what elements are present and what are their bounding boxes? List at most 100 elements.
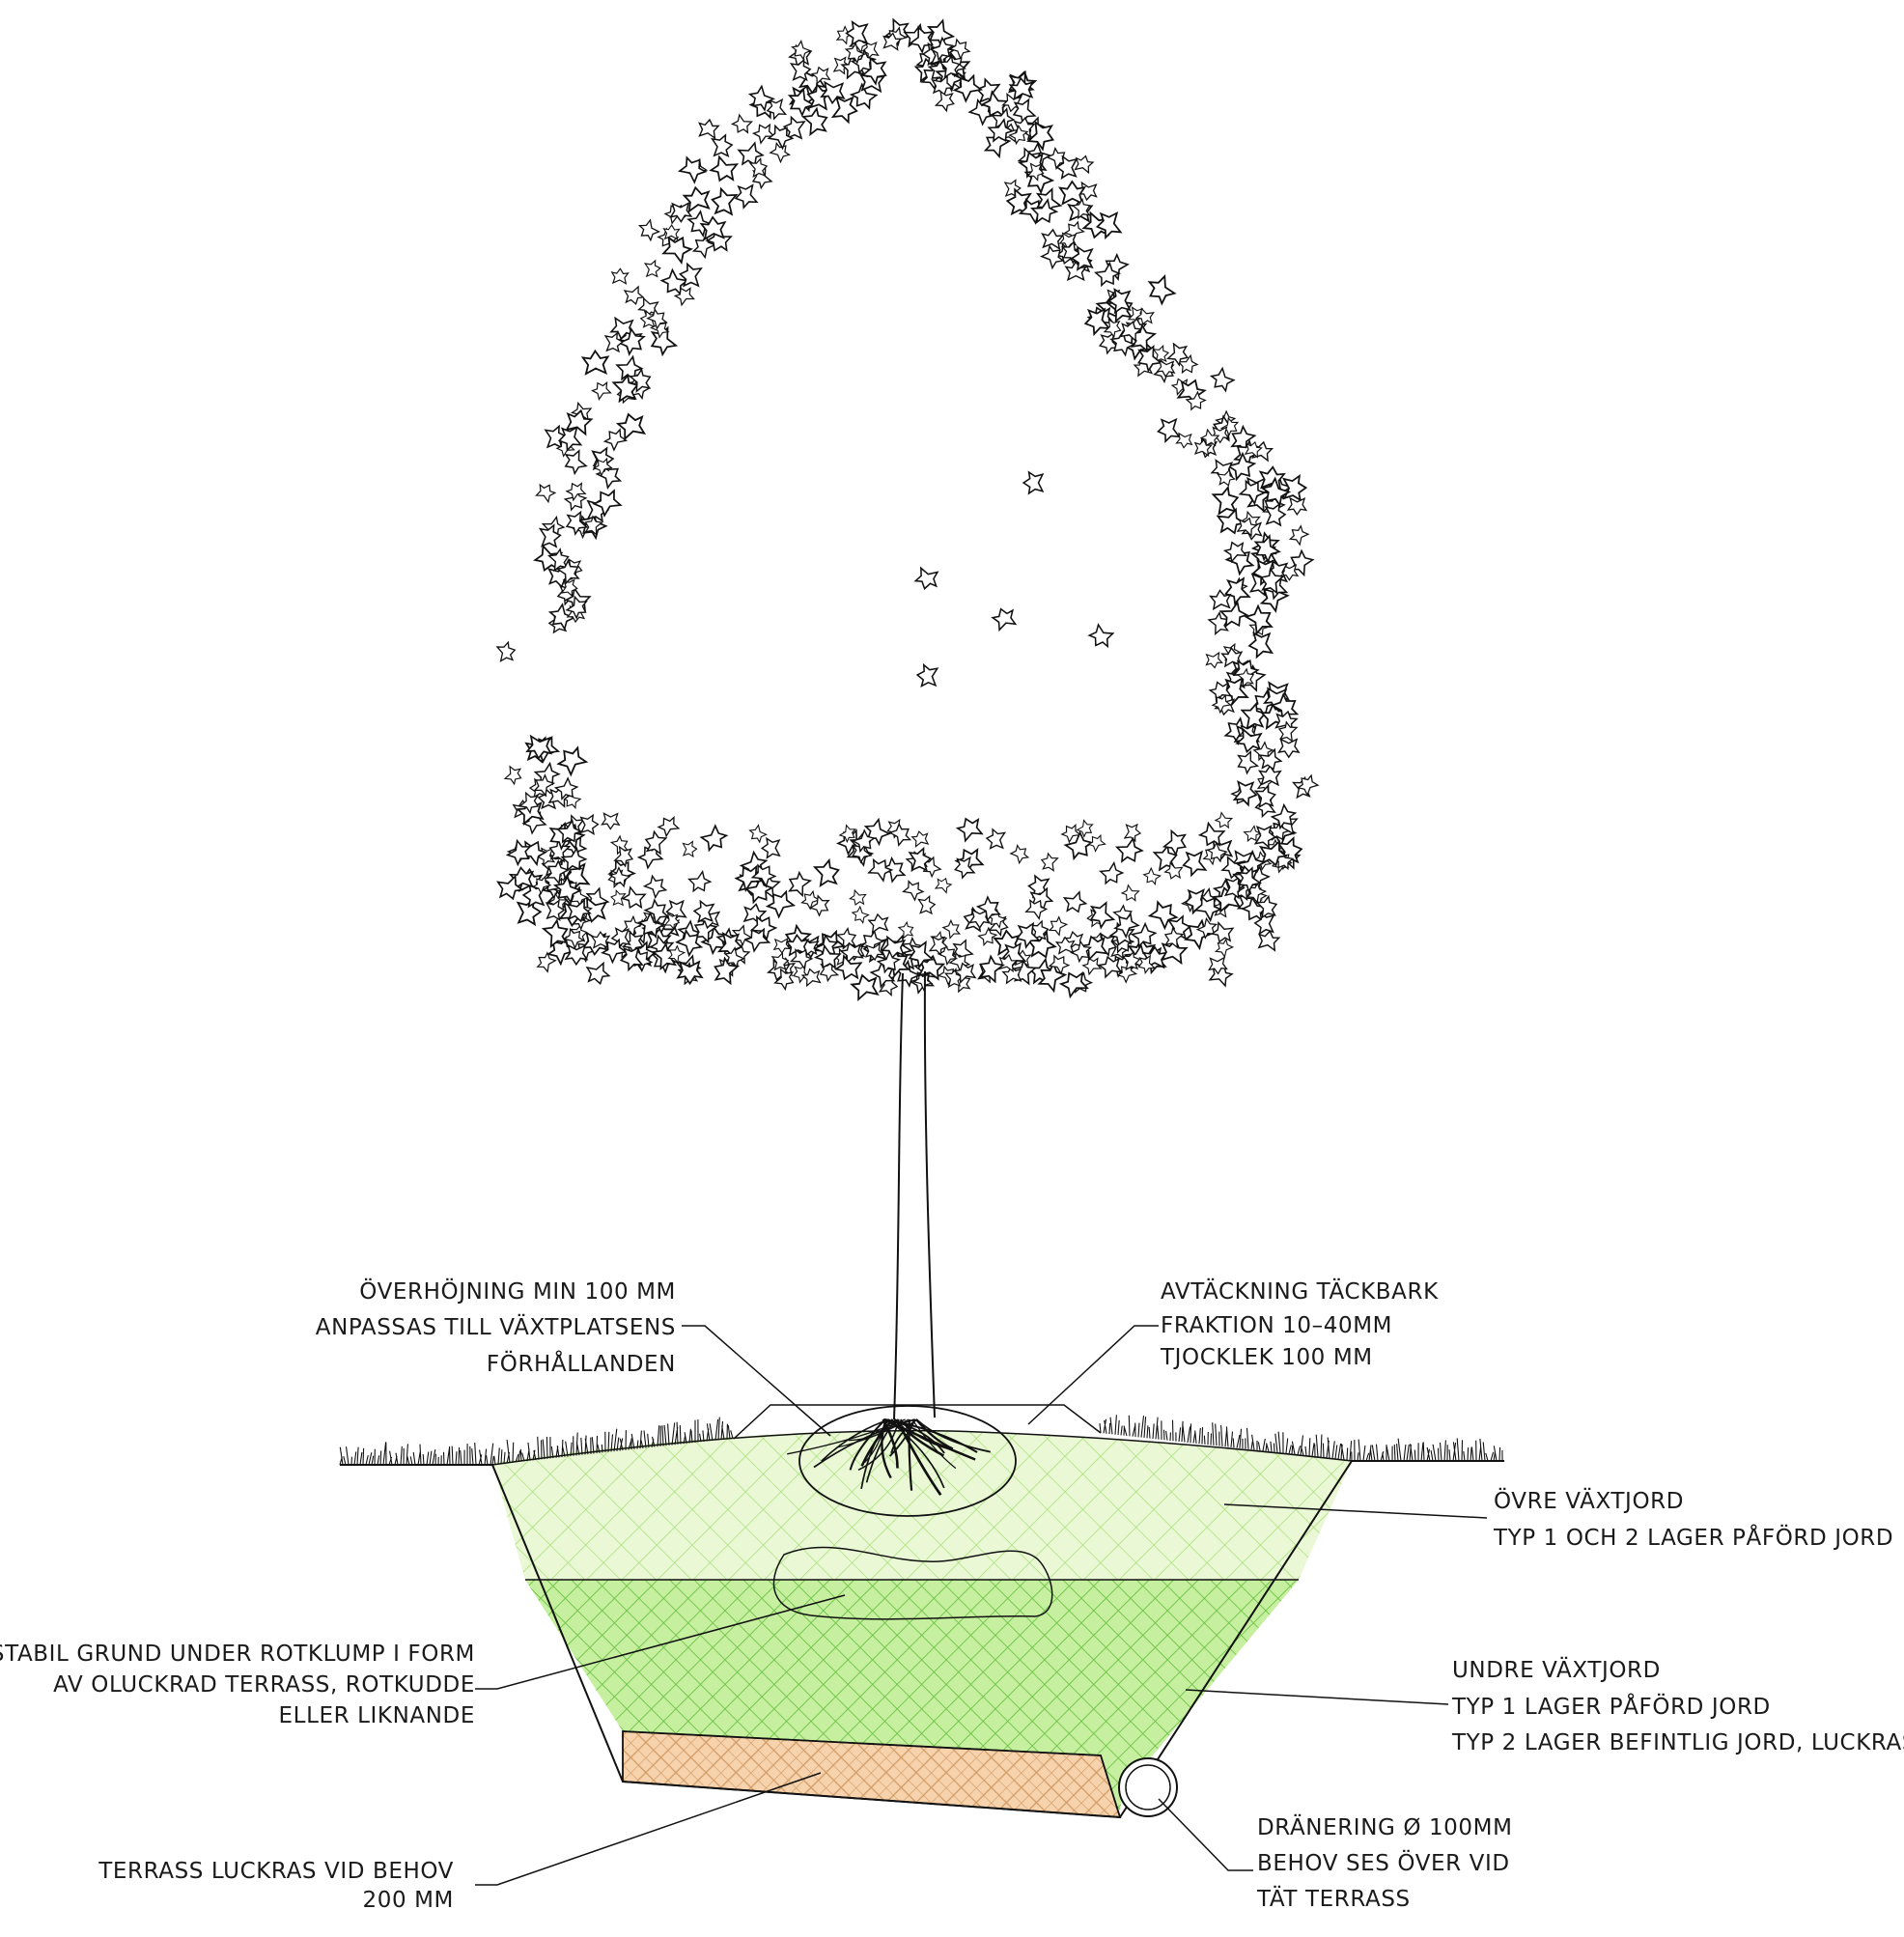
leaf-icon — [845, 19, 869, 47]
leaf-icon — [888, 822, 912, 847]
leaf-icon — [590, 380, 612, 401]
leaf-icon — [876, 949, 901, 974]
leaf-icon — [623, 285, 645, 305]
leaf-icon — [1222, 541, 1248, 564]
leaf-icon — [1071, 197, 1091, 220]
leaf-icon — [1177, 353, 1199, 375]
leaf-icon — [1081, 957, 1103, 976]
leaf-icon — [734, 183, 759, 210]
leaf-icon — [800, 968, 822, 988]
leaf-icon — [737, 141, 765, 166]
leaf-icon — [1026, 162, 1045, 182]
leaf-icon — [791, 40, 812, 61]
leaf-icon — [750, 863, 777, 888]
leaf-icon — [1024, 899, 1049, 921]
leaf-icon — [1226, 451, 1257, 482]
leaf-icon — [495, 640, 517, 662]
leaf-icon — [1109, 329, 1136, 357]
leaf-icon — [622, 914, 643, 938]
leaf-icon — [1054, 936, 1076, 955]
leaf-icon — [1099, 860, 1125, 885]
leaf-icon — [1089, 901, 1116, 930]
label-drainage-line2: BEHOV SES ÖVER VID — [1257, 1849, 1510, 1876]
leaf-icon — [503, 765, 522, 786]
leaf-icon — [1243, 825, 1262, 843]
leaf-icon — [617, 326, 646, 356]
leaf-icon — [910, 830, 930, 848]
leaf-icon — [1258, 465, 1286, 491]
leaf-icon — [699, 824, 729, 853]
leaf-icon — [1208, 956, 1228, 975]
leaf-icon — [1176, 379, 1207, 407]
leaf-icon — [1214, 938, 1235, 959]
leaf-icon — [537, 847, 556, 867]
leaf-icon — [1218, 600, 1249, 629]
leaf-icon — [1026, 120, 1055, 152]
leaf-icon — [934, 877, 953, 894]
leaf-icon — [1206, 841, 1228, 863]
leaf-icon — [1069, 940, 1093, 964]
leaf-icon — [867, 857, 894, 883]
leaf-icon — [698, 118, 720, 140]
leaf-icon — [608, 866, 631, 888]
leaf-icon — [833, 954, 863, 981]
leaf-icon — [977, 926, 998, 947]
leaf-icon — [1183, 918, 1216, 951]
leaf-icon — [714, 956, 741, 986]
label-drainage-line1: DRÄNERING Ø 100MM — [1257, 1813, 1513, 1840]
leaf-icon — [1055, 154, 1078, 180]
leaf-icon — [536, 951, 557, 973]
leaf-icon — [1197, 821, 1226, 847]
leaf-icon — [1134, 307, 1155, 325]
roots — [787, 1418, 991, 1496]
leaf-icon — [564, 449, 588, 476]
leaf-icon — [1193, 438, 1214, 457]
leaf-icon — [789, 58, 812, 82]
leaf-icon — [844, 42, 867, 65]
leaf-icon — [1156, 359, 1176, 378]
leaf-icon — [1029, 919, 1050, 941]
leaf-icon — [629, 367, 652, 393]
leaf-icon — [1236, 667, 1255, 688]
label-terrace-line1: TERRASS LUCKRAS VID BEHOV — [98, 1859, 454, 1884]
leaf-icon — [838, 824, 857, 844]
leaf-icon — [860, 56, 887, 86]
leaf-icon — [790, 948, 814, 970]
leaf-icon — [1270, 802, 1298, 830]
leaf-icon — [1087, 623, 1115, 649]
leaf-icon — [915, 662, 939, 688]
label-upper-soil: ÖVRE VÄXTJORD TYP 1 OCH 2 LAGER PÅFÖRD J… — [1493, 1487, 1893, 1551]
leaf-icon — [615, 354, 644, 381]
leaf-icon — [1107, 287, 1132, 315]
leaf-icon — [1237, 750, 1260, 775]
leaf-icon — [800, 106, 828, 137]
leaf-icon — [948, 38, 971, 61]
leaf-icon — [669, 201, 693, 223]
leaf-icon — [1247, 632, 1274, 660]
leaf-icon — [941, 918, 962, 940]
leaf-icon — [1209, 366, 1236, 393]
label-terrace: TERRASS LUCKRAS VID BEHOV 200 MM — [98, 1859, 454, 1913]
leaf-icon — [531, 875, 552, 895]
leaf-icon — [579, 813, 600, 835]
leaf-icon — [643, 898, 670, 925]
leaf-icon — [1060, 239, 1084, 265]
leaf-icon — [850, 973, 880, 1001]
leaf-icon — [1255, 894, 1278, 919]
leaf-icon — [1147, 900, 1179, 931]
leaf-icon — [541, 918, 569, 949]
leaf-icon — [1210, 920, 1235, 943]
leaf-icon — [1224, 576, 1251, 606]
leaf-icon — [1005, 187, 1032, 216]
leaf-icon — [1009, 844, 1030, 865]
leader-lines — [475, 1325, 1488, 1886]
label-mulch-line3: TJOCKLEK 100 MM — [1160, 1345, 1373, 1370]
leaf-icon — [682, 185, 711, 213]
leaf-icon — [832, 56, 851, 75]
leaf-icon — [1175, 432, 1193, 449]
leaf-icon — [747, 84, 775, 112]
leaf-icon — [1264, 502, 1287, 527]
leaf-icon — [1076, 819, 1094, 838]
leaf-icon — [773, 968, 795, 992]
